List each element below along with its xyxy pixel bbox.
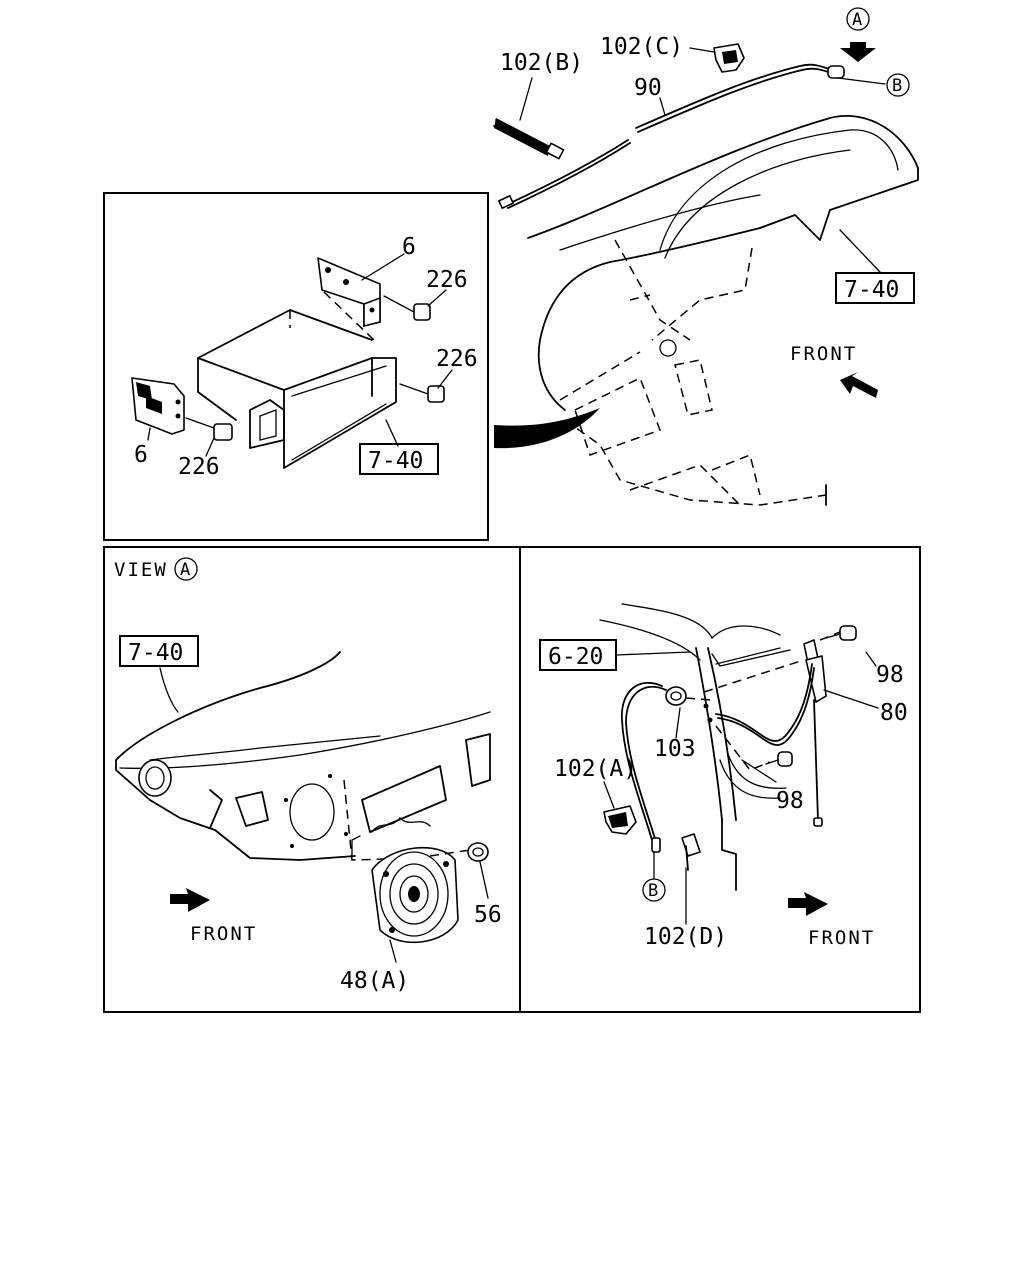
label-102d: 102(D) — [644, 924, 727, 950]
label-56: 56 — [474, 902, 502, 928]
front-arrow-view-icon — [170, 888, 210, 912]
label-48a: 48(A) — [340, 968, 409, 994]
label-226-b: 226 — [436, 346, 478, 372]
svg-text:B: B — [892, 76, 902, 96]
svg-text:7-40: 7-40 — [368, 448, 423, 474]
bolt-226-a — [383, 295, 431, 321]
label-103: 103 — [654, 736, 696, 762]
label-6-top: 6 — [402, 234, 416, 260]
caption-front-antenna: FRONT — [808, 927, 875, 949]
callout-740-inset: 7-40 — [359, 443, 439, 475]
svg-text:6-20: 6-20 — [548, 644, 603, 670]
bolt-226-c — [185, 417, 233, 441]
label-102b: 102(B) — [500, 50, 583, 76]
antenna-cable-lead-102b — [493, 118, 565, 160]
caption-front-top: FRONT — [790, 343, 857, 365]
label-226-c: 226 — [178, 454, 220, 480]
inset-frame-radio-bracket — [103, 192, 489, 541]
bolt-226-b — [399, 383, 445, 403]
label-98-b: 98 — [776, 788, 804, 814]
antenna-80 — [803, 639, 827, 827]
svg-text:7-40: 7-40 — [844, 277, 899, 303]
antenna-frame — [519, 546, 921, 1013]
screw-98-b — [765, 751, 793, 767]
label-90: 90 — [634, 75, 662, 101]
front-arrow-top-icon — [840, 372, 878, 398]
bracket-6-left — [131, 377, 185, 435]
marker-b-bottom: B — [642, 878, 666, 902]
antenna-cable-lower — [621, 663, 815, 853]
nut-56 — [467, 842, 489, 862]
callout-740-top: 7-40 — [835, 272, 915, 304]
radio-pocket-box — [197, 309, 397, 469]
svg-text:A: A — [852, 10, 862, 30]
svg-text:B: B — [648, 881, 658, 901]
label-80: 80 — [880, 700, 908, 726]
grommet-103 — [665, 686, 687, 706]
caption-front-view: FRONT — [190, 923, 257, 945]
dashboard-outline — [527, 115, 919, 506]
arrow-down-icon — [840, 42, 876, 62]
label-102c: 102(C) — [600, 34, 683, 60]
marker-a-top: A — [846, 7, 870, 31]
front-arrow-antenna-icon — [788, 892, 828, 916]
callout-740-view: 7-40 — [119, 635, 199, 667]
marker-a-view: A — [174, 557, 198, 581]
clip-102d — [681, 833, 701, 871]
pillar-outline — [599, 603, 791, 891]
screw-98-a — [825, 625, 857, 641]
clip-102c — [713, 43, 745, 73]
caption-view: VIEW — [114, 559, 168, 581]
label-6-left: 6 — [134, 442, 148, 468]
antenna-cable-top — [498, 63, 845, 209]
dash-panel-view-a — [115, 651, 491, 861]
callout-620: 6-20 — [539, 639, 617, 671]
view-direction-swoosh — [494, 408, 600, 449]
clip-102a — [603, 805, 637, 835]
marker-b-top: B — [886, 73, 910, 97]
speaker-48a — [371, 846, 459, 944]
label-98-a: 98 — [876, 662, 904, 688]
label-102a: 102(A) — [554, 756, 637, 782]
label-226-a: 226 — [426, 267, 468, 293]
bracket-6-top — [317, 257, 381, 341]
svg-text:7-40: 7-40 — [128, 640, 183, 666]
svg-text:A: A — [180, 560, 190, 580]
